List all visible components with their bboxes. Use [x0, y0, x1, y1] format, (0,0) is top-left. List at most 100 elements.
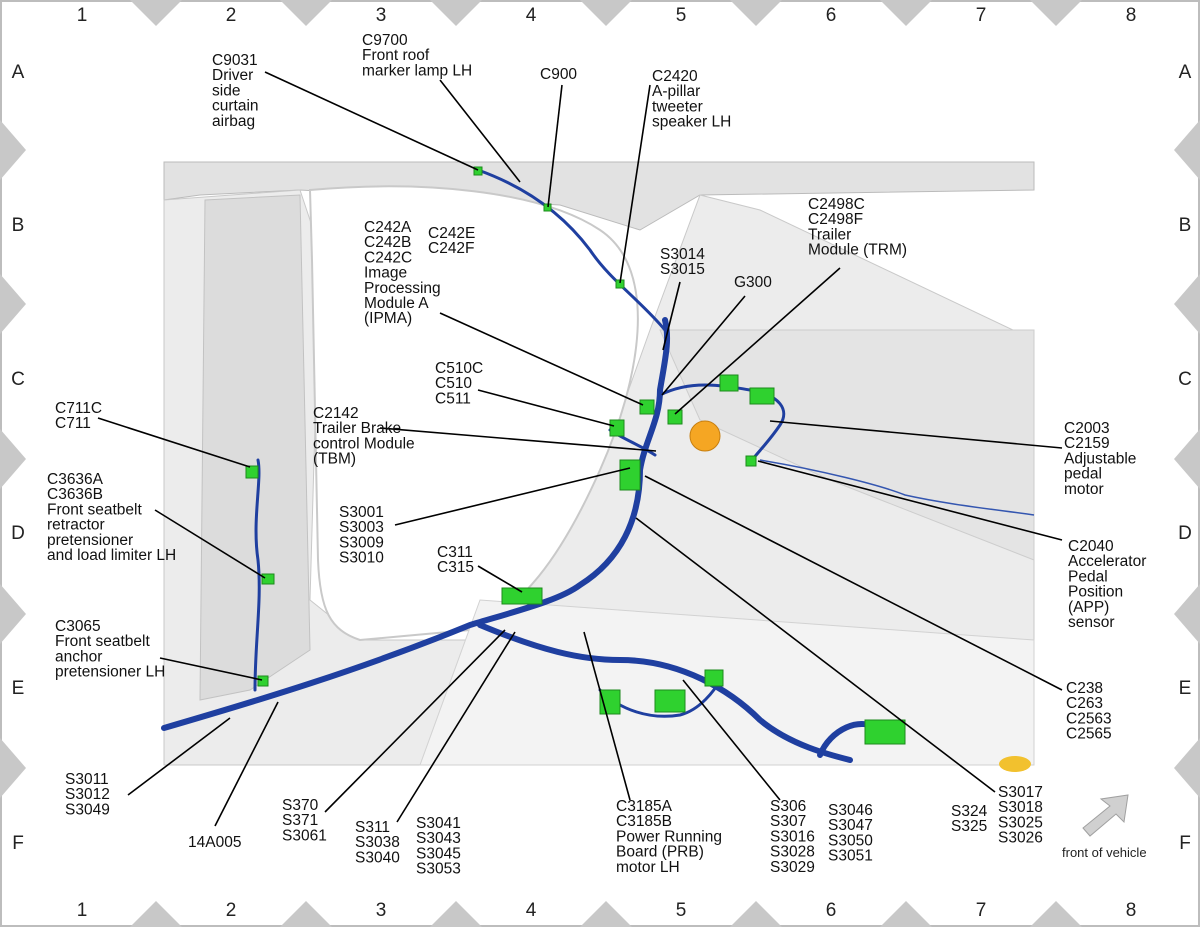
callout-line: motor LH: [616, 859, 680, 876]
border-diamond-top: [1030, 0, 1082, 26]
door-opening: [308, 185, 639, 642]
callout-line: S3041: [416, 815, 461, 832]
leader-s3014: [662, 281, 681, 351]
callout-line: S3001: [339, 504, 384, 521]
callout-line: Position: [1068, 584, 1123, 601]
callout-line: S3028: [770, 844, 815, 861]
callout-line: Module A: [364, 295, 429, 312]
grid-col-8-top: 8: [1126, 5, 1137, 26]
callout-line: Driver: [212, 67, 253, 84]
callout-line: S325: [951, 818, 987, 835]
border-diamond-bottom: [430, 901, 482, 927]
border-diamond-top: [730, 0, 782, 26]
grid-col-6-top: 6: [826, 5, 837, 26]
leader-c238: [644, 475, 1063, 691]
callout-line: Front seatbelt: [47, 501, 142, 518]
grid-col-2-bottom: 2: [226, 900, 237, 921]
yellow-component: [999, 756, 1031, 772]
leader-s3017: [635, 517, 996, 793]
border-diamond-top: [580, 0, 632, 26]
grid-row-f-left: F: [12, 833, 24, 854]
grid-col-3-top: 3: [376, 5, 387, 26]
callout-line: retractor: [47, 517, 105, 534]
callout-line: motor: [1064, 481, 1104, 498]
border-diamond-left: [0, 738, 26, 798]
callout-line: C242F: [428, 240, 475, 257]
callout-line: Board (PRB): [616, 844, 704, 861]
connector-s3001-cluster: [619, 459, 641, 491]
grid-col-3-bottom: 3: [376, 900, 387, 921]
border-diamond-left: [0, 584, 26, 644]
callout-line: C242B: [364, 234, 411, 251]
callout-line: S3010: [339, 550, 384, 567]
callout-line: C3065: [55, 618, 101, 635]
callout-line: C510: [435, 375, 472, 392]
callout-line: S3046: [828, 802, 873, 819]
callout-line: airbag: [212, 113, 255, 130]
callout-line: tweeter: [652, 98, 703, 115]
leader-s3011: [127, 717, 231, 796]
callout-line: S306: [770, 798, 806, 815]
callout-line: S3025: [998, 814, 1043, 831]
callout-line: S311: [355, 819, 390, 836]
callout-line: S3053: [416, 861, 461, 878]
callout-line: S3018: [998, 799, 1043, 816]
connector-c3065: [257, 675, 269, 687]
callout-line: S3015: [660, 261, 705, 278]
callout-line: S3038: [355, 834, 400, 851]
callout-line: pedal: [1064, 466, 1102, 483]
callout-line: (TBM): [313, 451, 356, 468]
callout-line: control Module: [313, 435, 415, 452]
border-diamond-left: [0, 274, 26, 334]
callout-line: S3040: [355, 849, 400, 866]
callout-line: Trailer Brake: [313, 420, 401, 437]
callout-line: C242A: [364, 219, 412, 236]
grid-col-5-bottom: 5: [676, 900, 687, 921]
callout-line: C9031: [212, 52, 258, 69]
grid-col-8-bottom: 8: [1126, 900, 1137, 921]
grid-row-d-right: D: [1178, 523, 1192, 544]
border-diamond-bottom: [1030, 901, 1082, 927]
callout-line: S3017: [998, 784, 1043, 801]
callout-line: C3185A: [616, 798, 673, 815]
callout-line: C3185B: [616, 813, 672, 830]
grid-row-d-left: D: [11, 523, 25, 544]
front-of-vehicle-indicator: front of vehicle: [1062, 794, 1147, 860]
grid-col-4-bottom: 4: [526, 900, 537, 921]
callout-line: C311: [437, 544, 473, 561]
callout-line: S3026: [998, 830, 1043, 847]
callout-line: C9700: [362, 32, 408, 49]
harness-roof-branch: [476, 168, 667, 332]
callout-line: S3012: [65, 786, 110, 803]
grid-col-2-top: 2: [226, 5, 237, 26]
grid-row-e-left: E: [12, 678, 25, 699]
callout-line: C711C: [55, 400, 102, 417]
harness-main-trunk: [161, 317, 671, 731]
callout-line: C3636B: [47, 486, 103, 503]
leader-s3001: [394, 467, 631, 526]
leader-c2003: [769, 420, 1063, 449]
callout-line: pretensioner: [47, 532, 133, 549]
leader-14a005: [214, 701, 279, 827]
callout-line: C900: [540, 66, 577, 83]
leader-c2142: [379, 427, 657, 452]
roof-rail: [163, 161, 1035, 231]
callout-g300: G300: [734, 274, 772, 291]
